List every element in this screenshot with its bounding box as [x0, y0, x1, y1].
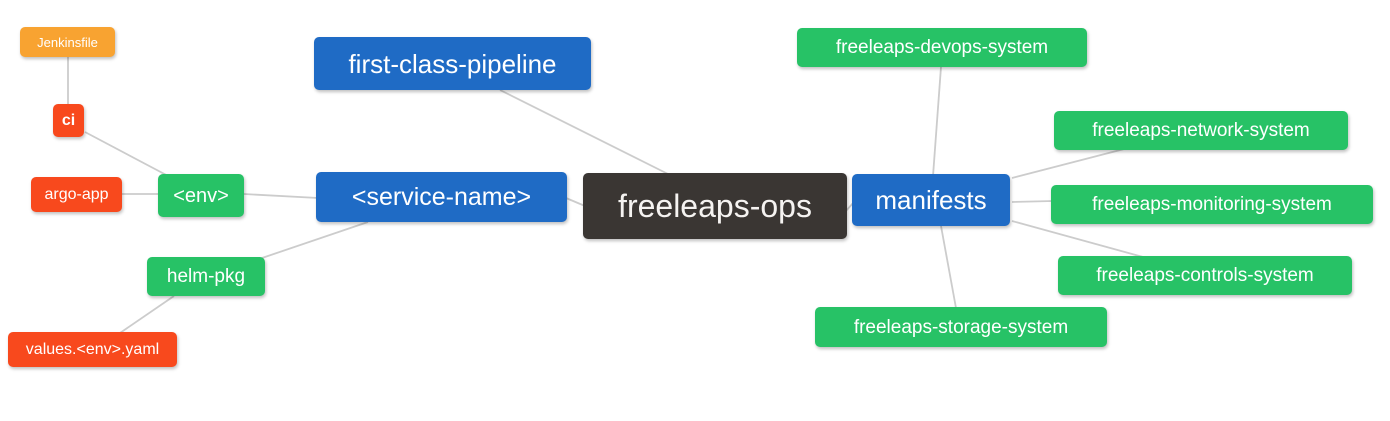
node-first-class-pipeline[interactable]: first-class-pipeline [314, 37, 591, 90]
node-freeleaps-controls-system[interactable]: freeleaps-controls-system [1058, 256, 1352, 295]
node-service-name[interactable]: <service-name> [316, 172, 567, 222]
edge-helm-pkg-values-env-yaml [119, 295, 175, 334]
node-values-env-yaml[interactable]: values.<env>.yaml [8, 332, 177, 367]
node-ci[interactable]: ci [53, 104, 84, 137]
edge-manifests-devops-system [932, 66, 942, 177]
node-jenkinsfile[interactable]: Jenkinsfile [20, 27, 115, 57]
edge-service-name-helm-pkg [261, 221, 369, 259]
node-freeleaps-monitoring-system[interactable]: freeleaps-monitoring-system [1051, 185, 1373, 224]
node-freeleaps-network-system[interactable]: freeleaps-network-system [1054, 111, 1348, 150]
node-manifests[interactable]: manifests [852, 174, 1010, 226]
edge-env-service-name [243, 193, 319, 199]
edge-manifests-monitoring-system [1011, 200, 1054, 203]
node-helm-pkg[interactable]: helm-pkg [147, 257, 265, 296]
node-freeleaps-devops-system[interactable]: freeleaps-devops-system [797, 28, 1087, 67]
edge-manifests-controls-system [1011, 220, 1144, 258]
edge-service-name-freeleaps-ops [565, 197, 586, 207]
node-argo-app[interactable]: argo-app [31, 177, 122, 212]
node-env[interactable]: <env> [158, 174, 244, 217]
edge-ci-env [84, 131, 173, 179]
node-freeleaps-ops-root[interactable]: freeleaps-ops [583, 173, 847, 239]
edge-first-class-pipeline-freeleaps-ops [499, 89, 669, 175]
edge-manifests-network-system [1011, 147, 1129, 179]
edge-manifests-storage-system [940, 225, 957, 309]
node-freeleaps-storage-system[interactable]: freeleaps-storage-system [815, 307, 1107, 347]
